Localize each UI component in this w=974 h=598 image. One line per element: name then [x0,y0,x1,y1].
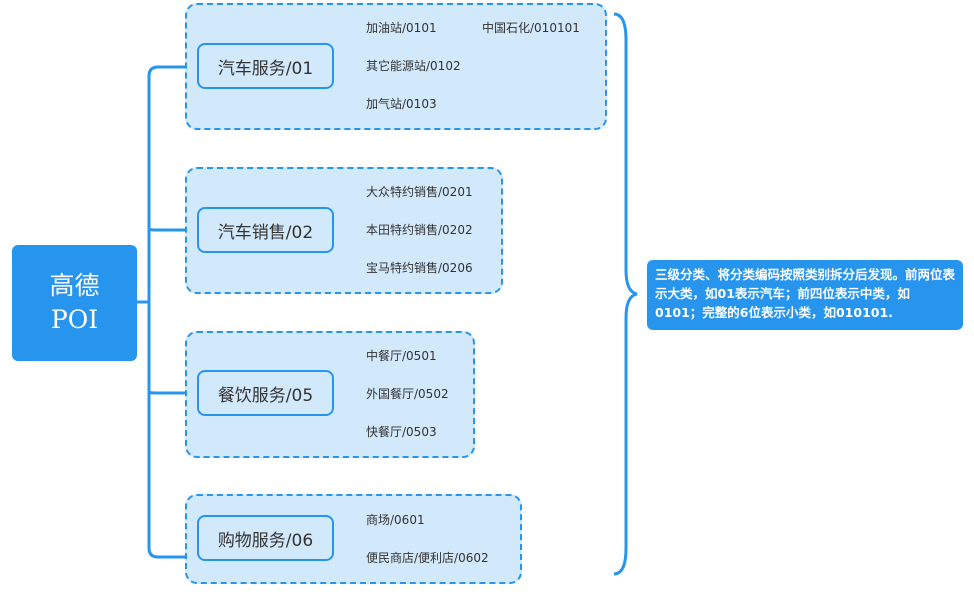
category-node[interactable]: 餐饮服务/05 [197,370,334,416]
category-node[interactable]: 汽车服务/01 [197,43,334,89]
trunk-line [147,65,199,559]
leaf-node[interactable]: 宝马特约销售/0206 [366,261,473,275]
leaf-node[interactable]: 中餐厅/0501 [366,349,437,363]
brace [613,12,638,576]
leaf-node[interactable]: 大众特约销售/0201 [366,185,473,199]
leaf-node[interactable]: 加油站/0101 [366,21,437,35]
leaf-node[interactable]: 便民商店/便利店/0602 [366,551,489,565]
leaf-node[interactable]: 加气站/0103 [366,97,437,111]
note-callout[interactable]: 三级分类、将分类编码按照类别拆分后发现。前两位表示大类，如01表示汽车；前四位表… [647,260,963,330]
category-node[interactable]: 购物服务/06 [197,515,334,561]
leaf-node[interactable]: 其它能源站/0102 [366,59,461,73]
leaf-node[interactable]: 外国餐厅/0502 [366,387,449,401]
root-node[interactable]: 高德 POI [12,245,137,361]
category-node[interactable]: 汽车销售/02 [197,207,334,253]
leaf-node[interactable]: 商场/0601 [366,513,425,527]
leaf-node[interactable]: 本田特约销售/0202 [366,223,473,237]
sub-leaf-node[interactable]: 中国石化/010101 [482,21,580,35]
root-subtitle: POI [50,305,99,334]
root-title: 高德 [49,271,100,300]
leaf-node[interactable]: 快餐厅/0503 [366,425,437,439]
